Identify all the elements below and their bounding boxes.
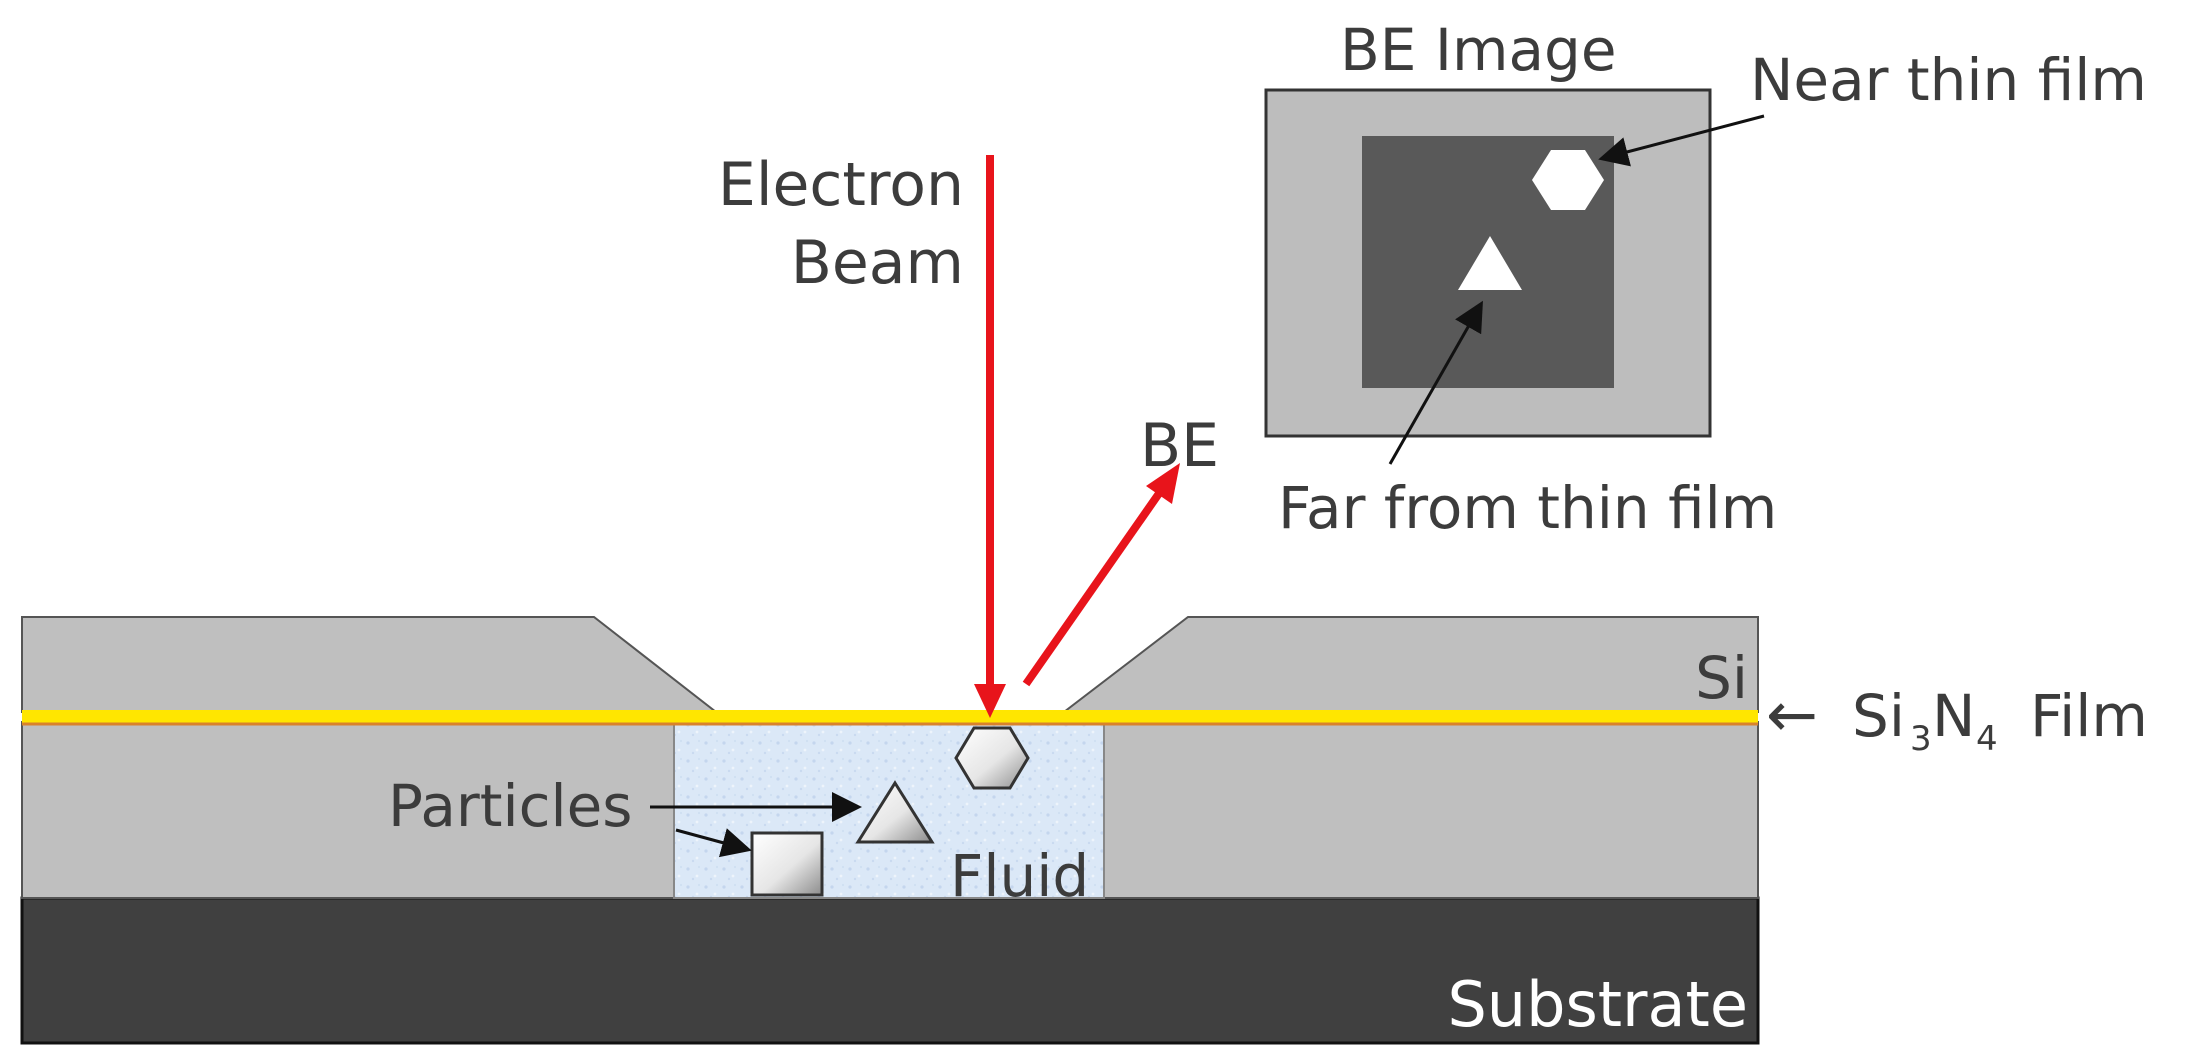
film-n-text: N: [1932, 682, 1975, 750]
si3n4-film: [22, 710, 1758, 724]
film-label: ← Si 3 N 4 Film: [1766, 678, 2148, 759]
be-label: BE: [1140, 411, 1219, 481]
be-arrow-line: [1022, 489, 1164, 687]
substrate-label: Substrate: [1447, 968, 1748, 1041]
substrate-layer: [20, 896, 1760, 1045]
near-thin-film-label: Near thin film: [1750, 46, 2147, 114]
fluid-label: Fluid: [950, 842, 1089, 910]
near-thin-film-arrow: [1598, 114, 1765, 167]
particles-arrow-to-square: [675, 828, 752, 858]
far-from-thin-film-arrow: [1388, 300, 1483, 465]
silicon-upper-left: [21, 616, 719, 713]
be-arrowhead: [1146, 463, 1180, 504]
silicon-upper-right: [1061, 616, 1759, 713]
triangle-particle: [855, 780, 935, 844]
film-arrow-glyph: ←: [1766, 678, 1818, 751]
electron-beam-label-line2: Beam: [791, 228, 964, 298]
particles-label: Particles: [388, 772, 633, 840]
silicon-lower-right: [1103, 721, 1759, 899]
si-label: Si: [1695, 644, 1748, 712]
be-image-hexagon: [1532, 150, 1604, 210]
far-from-thin-film-label: Far from thin film: [1278, 474, 1777, 542]
silicon-lower-left: [21, 721, 675, 899]
hexagon-particle: [954, 726, 1030, 790]
be-image-triangle: [1458, 236, 1522, 290]
electron-beam-arrowhead: [974, 684, 1006, 718]
electron-beam-label-line1: Electron: [718, 150, 964, 220]
film-sub4-text: 4: [1976, 719, 1998, 759]
square-particle: [750, 831, 824, 897]
film-sub3-text: 3: [1910, 719, 1932, 759]
be-image-title: BE Image: [1340, 16, 1617, 84]
film-si-text: Si: [1852, 682, 1905, 750]
film-word-text: Film: [2030, 682, 2148, 750]
